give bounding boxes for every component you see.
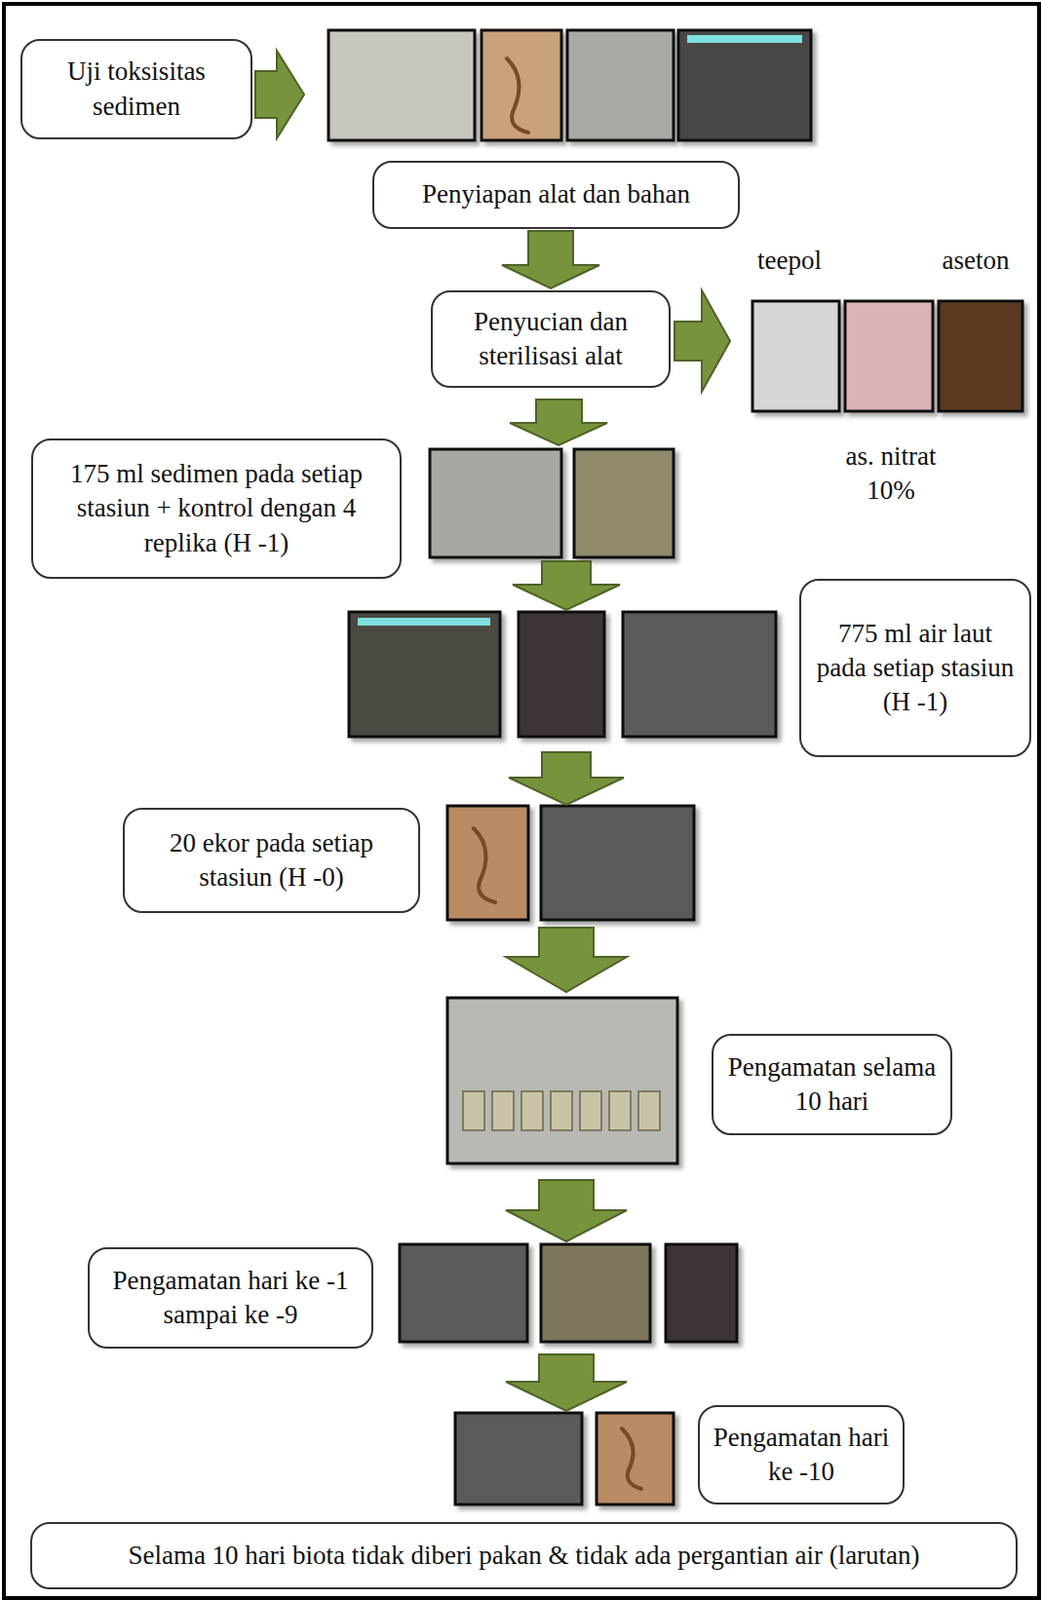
process-box: 20 ekor pada setiap stasiun (H -0) — [122, 808, 421, 914]
process-box: Pengamatan selama 10 hari — [711, 1034, 953, 1136]
process-box: 775 ml air laut pada setiap stasiun (H -… — [799, 578, 1032, 758]
lab-photo — [348, 612, 501, 737]
teepol-photo — [752, 301, 840, 412]
block-arrow — [508, 752, 624, 806]
note-box: Selama 10 hari biota tidak diberi pakan … — [30, 1522, 1018, 1590]
lamp-sketch — [687, 35, 803, 43]
process-box: Pengamatan hari ke -1 sampai ke -9 — [87, 1247, 374, 1350]
block-arrow — [512, 561, 620, 611]
block-arrow — [674, 290, 731, 392]
block-arrow — [509, 399, 608, 446]
shrimp-photo — [447, 806, 529, 921]
shrimp-sketch — [473, 828, 496, 903]
chemical-label: aseton — [924, 243, 1028, 278]
beakers-photo — [447, 998, 678, 1164]
shrimp-sketch — [506, 58, 529, 133]
beaker-sketch — [579, 1091, 602, 1131]
chemical-label: as. nitrat 10% — [828, 439, 954, 508]
sediment-photo — [429, 449, 562, 558]
aseton-photo — [938, 301, 1023, 412]
sediment-photo — [567, 30, 674, 141]
process-box: Penyucian dan sterilisasi alat — [430, 290, 671, 388]
beaker-photo — [574, 449, 674, 558]
block-arrow — [505, 927, 627, 993]
meter-photo — [622, 612, 776, 737]
thermometer-photo — [665, 1244, 737, 1343]
node-text: Pengamatan hari ke -10 — [711, 1421, 891, 1490]
node-text: Pengamatan hari ke -1 sampai ke -9 — [101, 1264, 360, 1333]
process-box: Pengamatan hari ke -10 — [697, 1405, 905, 1505]
shrimp-photo — [596, 1413, 674, 1505]
container-photo — [845, 301, 933, 412]
beaker-sketch — [462, 1091, 485, 1131]
beaker-photo — [540, 1244, 651, 1343]
node-text: Uji toksisitas sedimen — [34, 54, 239, 123]
meter-photo — [540, 806, 694, 921]
block-arrow — [505, 1180, 627, 1242]
lamp-sketch — [357, 617, 491, 626]
meter-photo — [455, 1413, 582, 1505]
beaker-sketch — [609, 1091, 631, 1131]
meter-photo — [399, 1244, 528, 1343]
beaker-sketch — [638, 1091, 660, 1131]
beaker-sketch — [521, 1091, 543, 1131]
block-arrow — [505, 1354, 627, 1412]
shrimp-sketch — [621, 1428, 642, 1490]
node-text: Penyiapan alat dan bahan — [422, 177, 691, 212]
node-text: 20 ekor pada setiap stasiun (H -0) — [136, 826, 407, 895]
node-text: 775 ml air laut pada setiap stasiun (H -… — [812, 616, 1018, 720]
node-text: 175 ml sedimen pada setiap stasiun + kon… — [44, 457, 388, 560]
shrimp-photo — [481, 30, 562, 141]
start-box: Uji toksisitas sedimen — [20, 38, 253, 140]
node-text: Selama 10 hari biota tidak diberi pakan … — [127, 1539, 920, 1574]
process-box: Penyiapan alat dan bahan — [372, 160, 740, 230]
node-text: Penyucian dan sterilisasi alat — [444, 305, 657, 374]
node-text: Pengamatan selama 10 hari — [725, 1050, 939, 1119]
block-arrow — [255, 50, 305, 139]
lab-photo — [678, 30, 811, 141]
thermometer-photo — [518, 612, 605, 737]
beaker-sketch — [550, 1091, 573, 1131]
lab-photo — [328, 30, 475, 141]
process-box: 175 ml sedimen pada setiap stasiun + kon… — [31, 438, 402, 579]
block-arrow — [501, 231, 600, 289]
beaker-sketch — [492, 1091, 514, 1131]
chemical-label: teepol — [740, 243, 839, 278]
